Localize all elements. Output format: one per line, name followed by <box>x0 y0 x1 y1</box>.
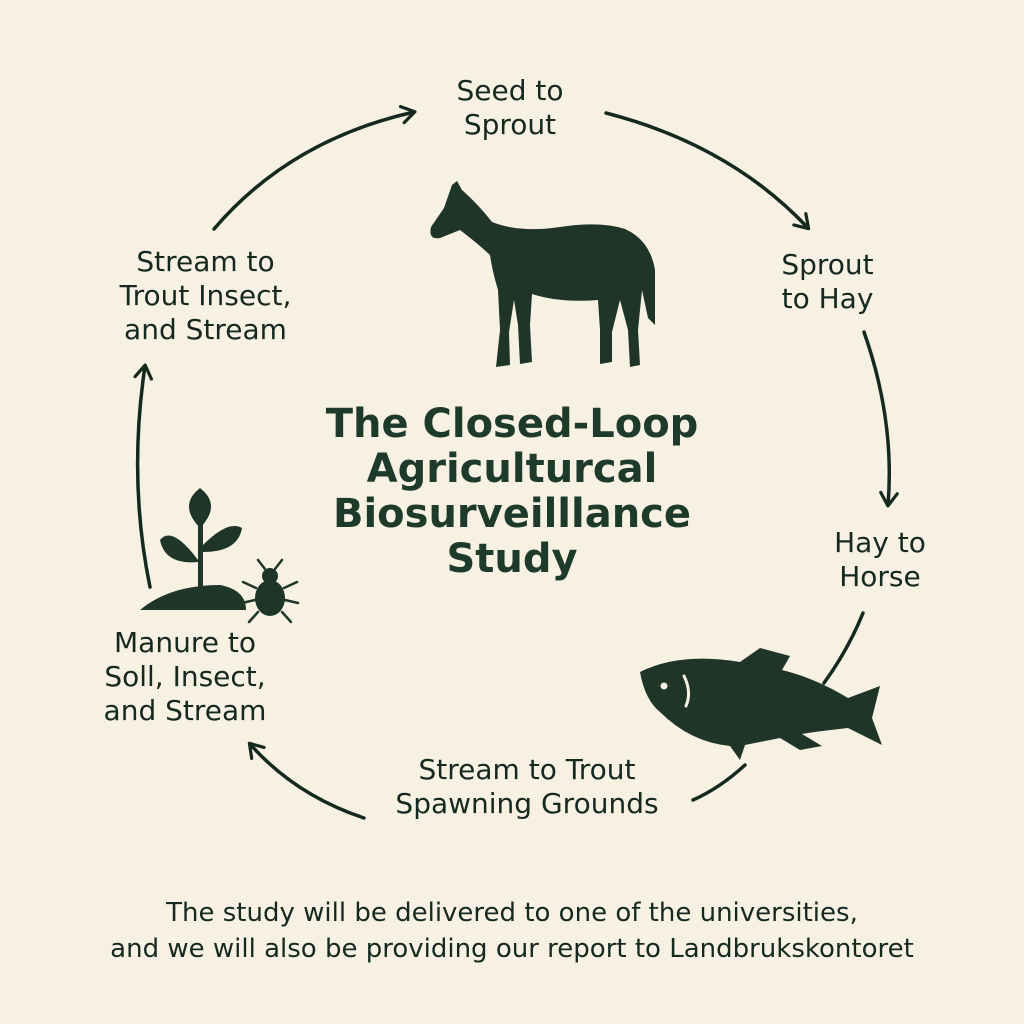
fish-icon <box>640 648 882 760</box>
arrow-stream-to-manure <box>247 741 366 820</box>
label-sprout-to-hay: Sprout to Hay <box>781 248 874 315</box>
label-stream-to-trout-insect: Stream to Trout Insect, and Stream <box>119 245 292 346</box>
label-manure-to-soil: Manure to Soll, Insect, and Stream <box>103 626 267 727</box>
footer-note: The study will be delivered to one of th… <box>110 898 914 964</box>
arrow-trout-insect-to-seed <box>212 104 417 231</box>
horse-icon <box>430 181 655 367</box>
arrow-seed-to-sprout <box>604 111 811 231</box>
beetle-icon <box>240 558 300 624</box>
label-seed-to-sprout: Seed to Sprout <box>456 74 564 141</box>
arrow-sprout-to-hay <box>862 330 899 508</box>
arrow-hay-to-fish <box>822 611 865 685</box>
label-stream-to-spawning: Stream to Trout Spawning Grounds <box>395 753 659 820</box>
arrow-fish-to-stream <box>691 763 747 802</box>
plant-icon <box>140 488 246 610</box>
label-hay-to-horse: Hay to Horse <box>834 526 926 593</box>
arrow-plant-to-trout-insect <box>133 363 154 589</box>
diagram-title: The Closed-Loop Agriculturcal Biosurveil… <box>325 401 699 582</box>
